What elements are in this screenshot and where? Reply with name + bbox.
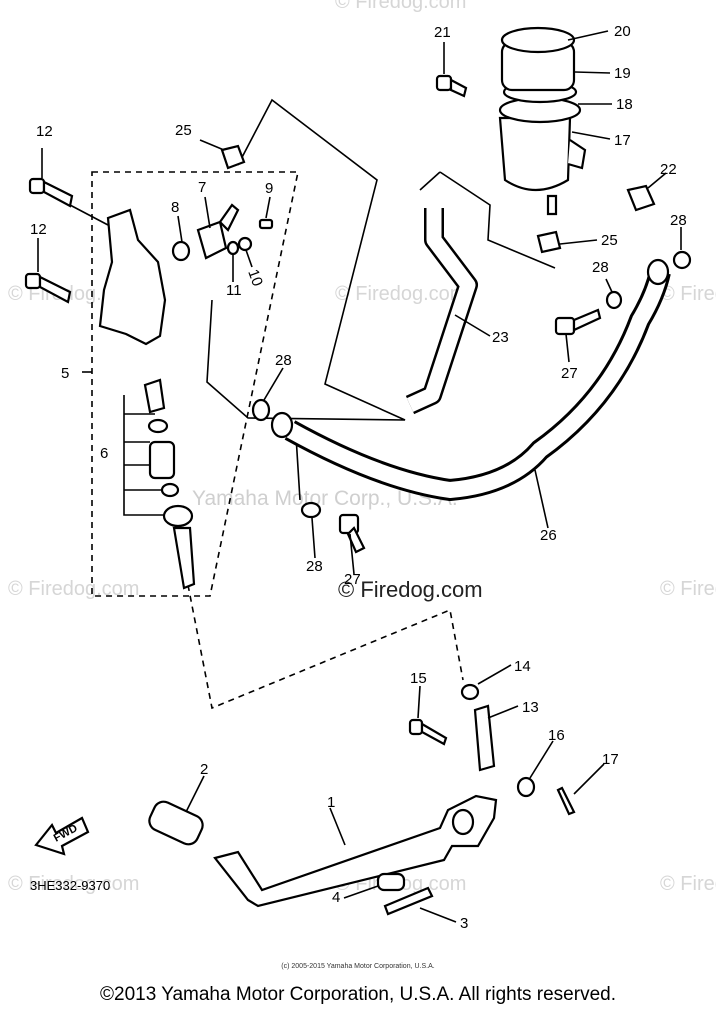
watermark-text: © Firedog.com — [660, 873, 716, 895]
master-cylinder-body — [98, 208, 167, 346]
callout-10: 10 — [244, 267, 266, 288]
callout-2: 2 — [200, 761, 208, 778]
callout-28: 28 — [275, 352, 292, 369]
callout-28: 28 — [306, 558, 323, 575]
callout-16: 16 — [548, 727, 565, 744]
routing-lines — [82, 98, 556, 710]
callout-1: 1 — [327, 794, 335, 811]
callout-8: 8 — [171, 199, 179, 216]
copyright-footer: ©2013 Yamaha Motor Corporation, U.S.A. A… — [100, 984, 616, 1005]
callout-3: 3 — [460, 915, 468, 932]
callout-labels: 12 12 5 6 25 7 8 9 11 10 21 20 19 18 17 … — [30, 23, 687, 932]
nut-23 — [626, 184, 656, 212]
spring-and-collar — [376, 872, 434, 916]
callout-17: 17 — [602, 751, 619, 768]
callout-7: 7 — [198, 179, 206, 196]
hose-joint-parts — [171, 203, 274, 262]
fwd-arrow: FWD — [34, 816, 90, 856]
watermark-text: © Firedog.com — [660, 578, 716, 600]
callout-27: 27 — [344, 571, 361, 588]
callout-20: 19 — [614, 65, 631, 82]
callout-6: 6 — [100, 445, 108, 462]
callout-14: 14 — [514, 658, 531, 675]
assembly-outline — [91, 171, 299, 597]
callout-28: 28 — [592, 259, 609, 276]
brake-pedal — [213, 794, 498, 908]
callout-25: 25 — [601, 232, 618, 249]
callout-11: 11 — [226, 282, 242, 299]
reservoir-assembly — [498, 26, 587, 216]
diagram-code: 3HE332-9370 — [30, 878, 110, 893]
callout-13: 13 — [522, 699, 539, 716]
watermark-text: © Firedog.com — [8, 578, 139, 600]
callout-26: 26 — [540, 527, 557, 544]
bolt-12-lower — [24, 272, 72, 304]
watermark-text: © Firedog.com — [8, 873, 139, 895]
callout-28: 28 — [670, 212, 687, 229]
watermark-center: © Firedog.com — [338, 577, 483, 602]
callout-21: 20 — [614, 23, 631, 40]
watermark-text: © Firedog.com — [335, 0, 466, 13]
union-bolt-27 — [338, 308, 602, 554]
callout-12: 12 — [30, 221, 47, 238]
callout-18: 17 — [614, 132, 631, 149]
watermark-brand: Yamaha Motor Corp., U.S.A. — [192, 487, 458, 510]
watermark-text: © Firedog.com — [660, 283, 716, 305]
callout-4: 4 — [332, 889, 340, 906]
copper-washers-28 — [251, 250, 692, 519]
callout-27: 27 — [561, 365, 578, 382]
clevis-parts — [408, 683, 576, 816]
callout-12: 12 — [36, 123, 53, 140]
piston-kit-parts — [143, 378, 196, 590]
bolt-12-upper — [28, 177, 74, 208]
callout-23: 22 — [660, 161, 677, 178]
callout-19: 18 — [616, 96, 633, 113]
callout-5: 5 — [61, 365, 69, 382]
callout-22: 21 — [434, 24, 451, 41]
callout-24: 23 — [492, 329, 509, 346]
hose-clip-25 — [220, 144, 562, 254]
leader-lines — [37, 30, 682, 923]
small-copyright: (c) 2005-2015 Yamaha Motor Corporation, … — [281, 963, 435, 970]
callout-9: 9 — [265, 180, 273, 197]
callout-15: 15 — [410, 670, 427, 687]
pedal-rubber — [148, 800, 204, 846]
screw-22 — [435, 74, 468, 98]
callout-25: 25 — [175, 122, 192, 139]
watermark-text: © Firedog.com — [335, 283, 466, 305]
